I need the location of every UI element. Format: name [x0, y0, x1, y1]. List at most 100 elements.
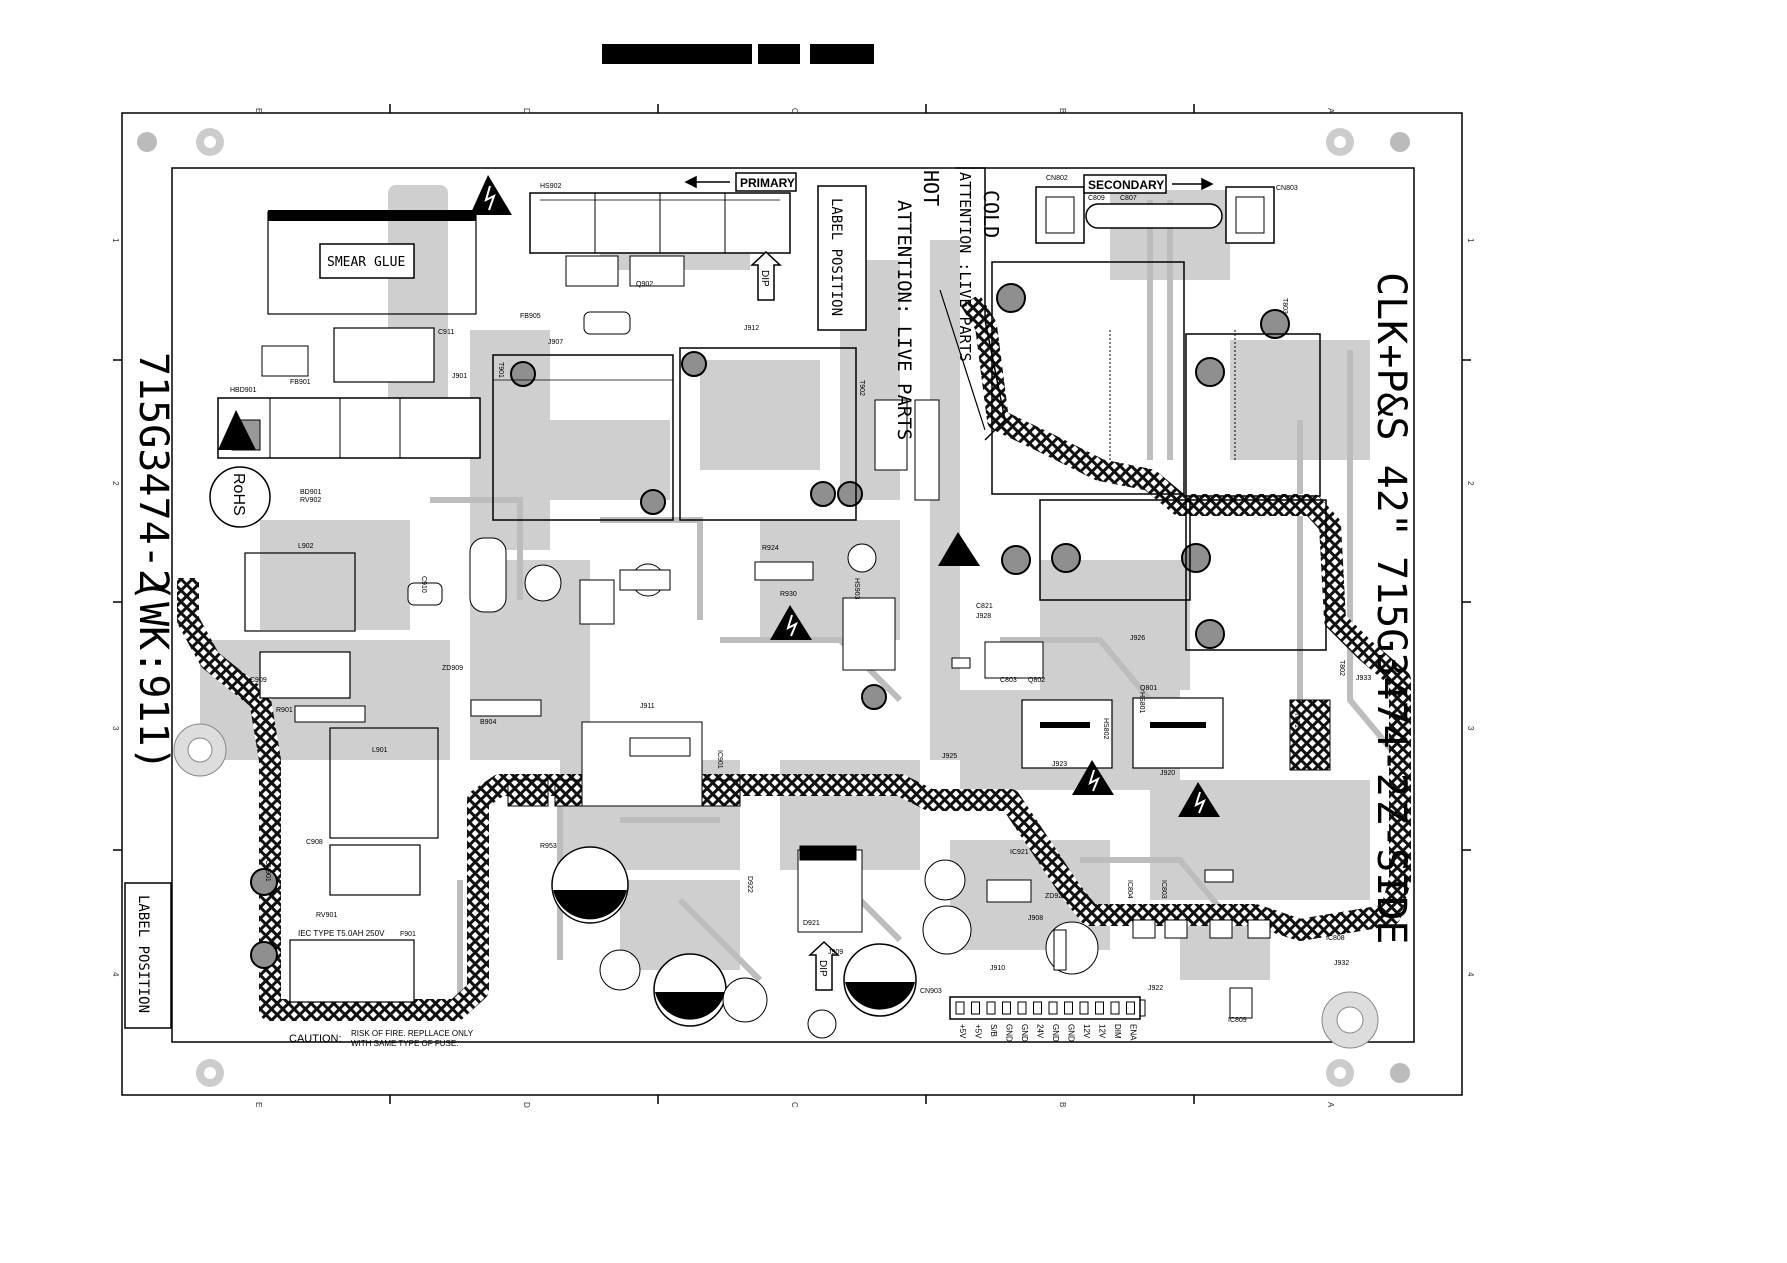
electrolytic-capacitors	[524, 543, 1099, 1039]
refdes-cn901: CN901	[264, 860, 271, 882]
refdes-zd909: ZD909	[442, 665, 463, 672]
cn903-pin-label: +5V	[958, 1024, 967, 1039]
inductor-l902	[244, 552, 356, 632]
refdes-labels: T901 T902 T801 T803 T802 CN802 CN803 CN9…	[230, 175, 1371, 1024]
cn903-pin	[955, 1001, 965, 1015]
refdes-j926: J926	[1130, 635, 1145, 642]
refdes-rv901: RV901	[316, 912, 337, 919]
grid-row-3-right: 3	[1466, 726, 1475, 731]
rohs-label: RoHS	[230, 473, 247, 516]
grid-col-B-bottom: B	[1058, 1102, 1067, 1107]
refdes-t801: T801	[1293, 712, 1300, 728]
heatsink-hs902	[529, 192, 791, 254]
connector-cn903	[949, 996, 1141, 1020]
refdes-c809: C809	[1088, 195, 1105, 202]
fuse-holder-f901	[289, 939, 415, 1003]
refdes-fb901: FB901	[290, 379, 311, 386]
refdes-j920: J920	[1160, 770, 1175, 777]
grid-col-E-top: E	[254, 108, 263, 113]
grid-col-D-bottom: D	[522, 1102, 531, 1108]
copper-lines	[430, 200, 1403, 1000]
transformer-t901	[492, 354, 674, 521]
board-model-left: 715G3474-2	[130, 352, 176, 593]
cn903-pin-label: GND	[1020, 1024, 1029, 1042]
cn903-pin	[971, 1001, 980, 1015]
hot-cold-attention-border	[955, 167, 1006, 441]
mounting-holes	[137, 128, 1410, 1087]
grid-row-2-right: 2	[1466, 481, 1475, 486]
small-parts	[407, 255, 1271, 1019]
inductor-l901	[329, 727, 439, 839]
refdes-hs801: HS801	[1138, 692, 1145, 714]
refdes-zd924: ZD924	[1045, 893, 1066, 900]
grid-row-1-left: 1	[111, 238, 120, 243]
refdes-j912: J912	[744, 325, 759, 332]
grid-row-4-left: 4	[111, 972, 120, 977]
cn903-pin-label: ENA	[1129, 1024, 1138, 1041]
cn903-pin-label: GND	[1067, 1024, 1076, 1042]
refdes-j907: J907	[548, 339, 563, 346]
header-redaction-bar-3	[810, 44, 874, 64]
grid-col-D-top: D	[522, 108, 531, 114]
connector-cn803	[1225, 186, 1275, 244]
grid-row-1-right: 1	[1466, 238, 1475, 243]
grid-row-2-left: 2	[111, 481, 120, 486]
fb901	[261, 345, 309, 377]
primary-tag-box	[735, 172, 797, 192]
refdes-r924: R924	[762, 545, 779, 552]
label-position-top-box	[817, 185, 867, 331]
refdes-j925: J925	[942, 753, 957, 760]
refdes-j932: J932	[1334, 960, 1349, 967]
refdes-d922: D922	[746, 876, 753, 893]
hot-label: HOT	[919, 170, 943, 206]
heatsink-hbd901	[217, 397, 481, 459]
refdes-q801: Q801	[1140, 685, 1157, 692]
heatsink-hs801	[1132, 697, 1224, 769]
refdes-ic809: IC809	[1228, 1017, 1247, 1024]
grid-col-E-bottom: E	[254, 1102, 263, 1107]
refdes-c821: C821	[976, 603, 993, 610]
cn903-pin	[1002, 1001, 1011, 1015]
refdes-ic803: IC803	[1160, 880, 1167, 899]
cn903-pin	[1126, 1001, 1135, 1015]
dip-marker-top	[750, 250, 782, 301]
cold-label: COLD	[979, 190, 1003, 238]
refdes-ic804: IC804	[1126, 880, 1133, 899]
secondary-label: SECONDARY	[1088, 178, 1164, 192]
barrier-bridge-4	[1289, 699, 1331, 771]
refdes-cn903: CN903	[920, 988, 942, 995]
grid-row-4-right: 4	[1466, 972, 1475, 977]
refdes-l901: L901	[372, 747, 388, 754]
grid-col-C-top: C	[790, 108, 799, 114]
refdes-c803: C803	[1000, 677, 1017, 684]
label-position-bottom: LABEL POSITION	[135, 895, 151, 1013]
smear-glue-label: SMEAR GLUE	[327, 255, 405, 270]
cn903-pin	[1017, 1001, 1027, 1015]
refdes-bd901: BD901	[300, 489, 322, 496]
dip-label-bottom: DIP	[817, 960, 828, 977]
refdes-cn803: CN803	[1276, 185, 1298, 192]
rohs-stamp	[209, 466, 271, 528]
cn903-pin-label: 24V	[1036, 1024, 1045, 1039]
dip-label-top: DIP	[759, 270, 770, 287]
heatsink-hs802	[1021, 699, 1113, 769]
cn903-pin-label: 12V	[1082, 1024, 1091, 1039]
board-side: Z-SIDE	[1368, 800, 1414, 945]
cn903-pin-label: S/B	[989, 1024, 998, 1037]
refdes-cn802: CN802	[1046, 175, 1068, 182]
caution-title: CAUTION:	[289, 1033, 342, 1045]
dip-marker-bottom	[808, 940, 840, 991]
barrier-bridge-1	[507, 779, 549, 807]
cn903-pin	[1064, 1001, 1073, 1015]
capacitor-c911	[333, 327, 435, 383]
refdes-j910: J910	[990, 965, 1005, 972]
cn903-pin	[1033, 1001, 1042, 1015]
refdes-hs903: HS903	[853, 578, 860, 600]
transformer-t803	[991, 261, 1185, 495]
cn903-pin	[1110, 1001, 1120, 1015]
attention-live-parts: ATTENTION: LIVE PARTS	[893, 200, 915, 440]
refdes-hs802: HS802	[1102, 718, 1109, 740]
